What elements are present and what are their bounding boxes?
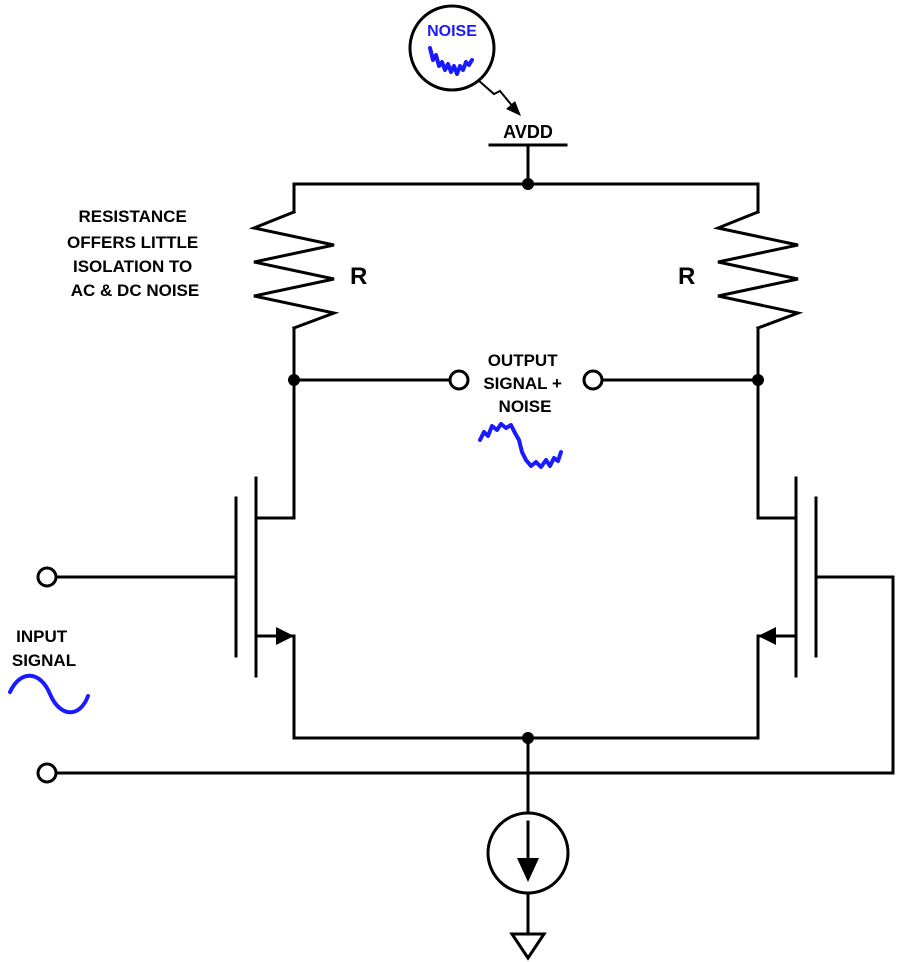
resistor-right: [712, 182, 804, 382]
noise-source-badge: NOISE: [408, 4, 496, 92]
resistor-left: [248, 182, 340, 382]
avdd-supply: AVDD: [488, 122, 568, 186]
noise-coupling-arrow: [477, 79, 521, 116]
noisy-sine-icon: [478, 422, 563, 469]
noise-badge-label: NOISE: [427, 23, 477, 40]
resistor-right-label: R: [678, 263, 695, 290]
noise-waveform-icon: [428, 46, 474, 76]
output-note: OUTPUT SIGNAL + NOISE: [483, 351, 566, 416]
current-source-icon: [486, 811, 570, 895]
top-rail-node: [522, 178, 534, 190]
avdd-label: AVDD: [503, 122, 553, 142]
right-gate-wire: [54, 575, 895, 775]
resistance-note: RESISTANCE OFFERS LITTLE ISOLATION TO AC…: [67, 207, 203, 300]
resistor-left-label: R: [350, 263, 367, 290]
mosfet-left: [234, 378, 296, 740]
input-note: INPUT SIGNAL: [12, 627, 76, 670]
input-terminal-top: [36, 566, 58, 588]
mosfet-right: [756, 378, 818, 740]
input-terminal-bottom: [36, 762, 58, 784]
ground-icon: [509, 932, 547, 961]
output-terminal-left: [448, 369, 470, 391]
output-terminal-right: [582, 369, 604, 391]
sine-wave-icon: [8, 673, 90, 715]
